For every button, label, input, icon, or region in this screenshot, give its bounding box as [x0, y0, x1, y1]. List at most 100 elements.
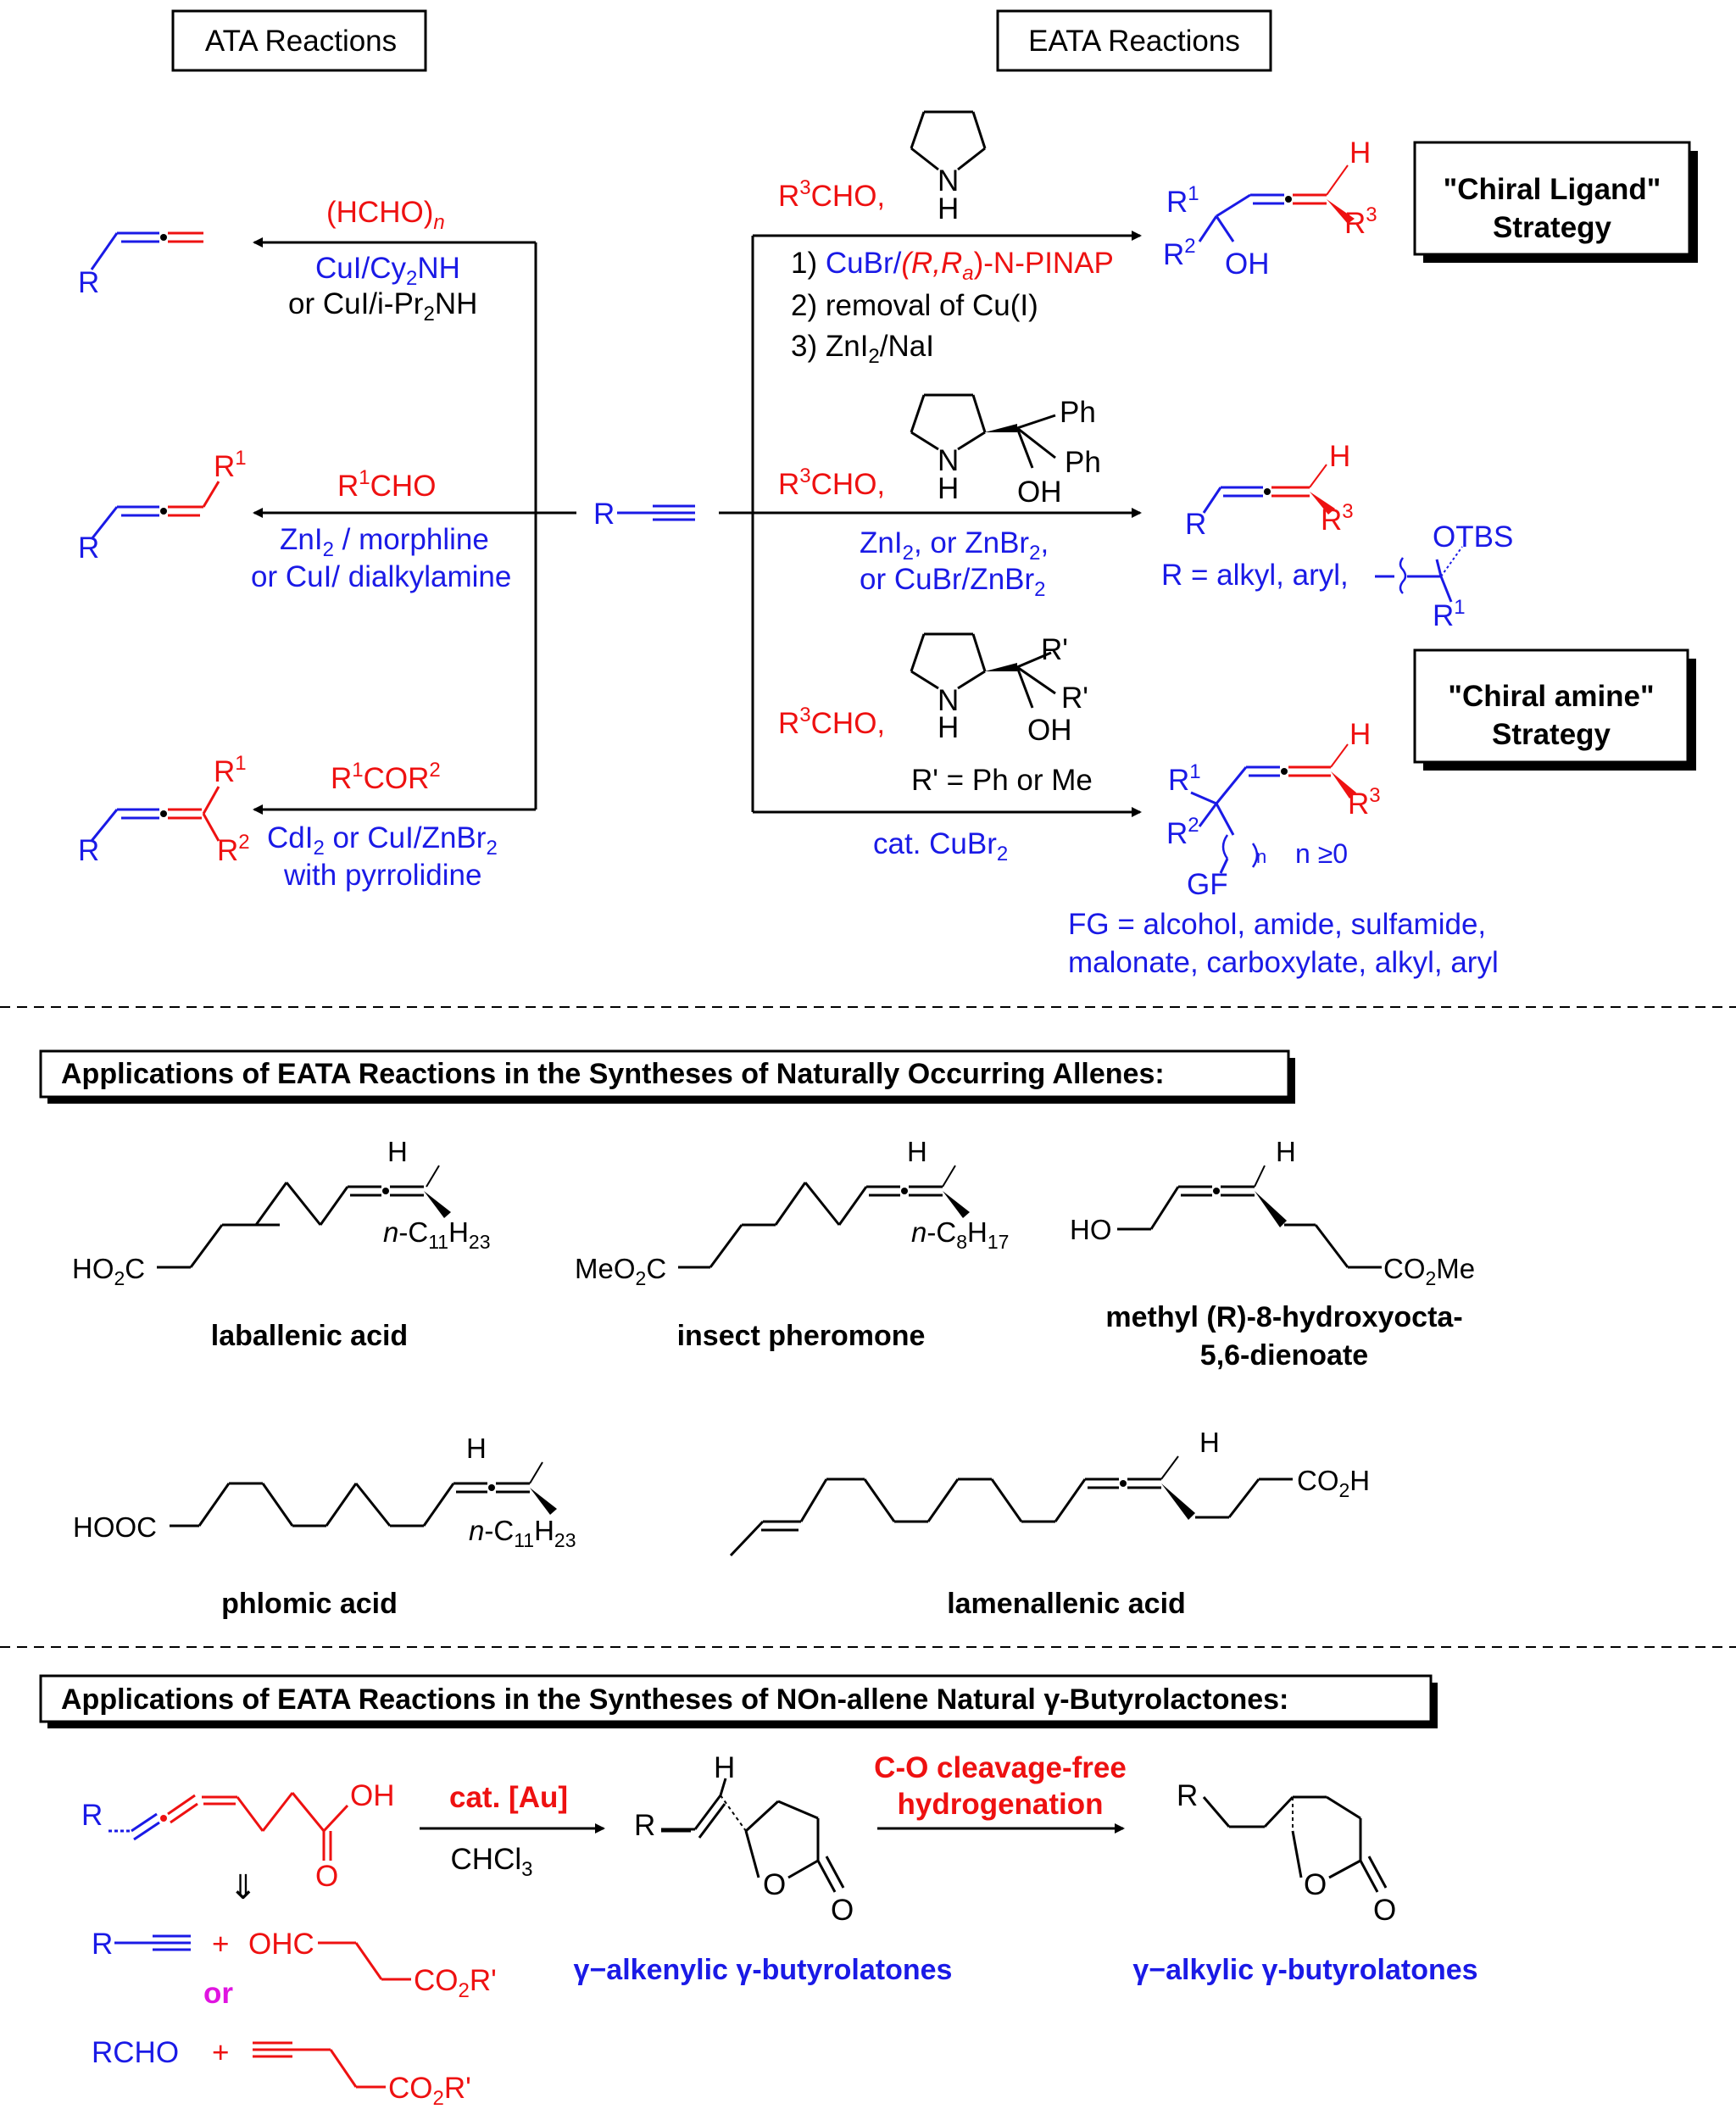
eata1-reagent-end: CHO,: [811, 180, 886, 213]
svg-text:R1: R1: [214, 447, 247, 483]
eata3-product-R2: R: [1166, 817, 1188, 850]
eata3-product-R3: R: [1348, 787, 1369, 821]
svg-text:CHCl3: CHCl3: [451, 1843, 533, 1881]
svg-text:R1: R1: [1166, 182, 1199, 219]
eata3-product-R1-sup: 1: [1189, 760, 1200, 783]
ata2-reagent-R: R: [337, 470, 359, 503]
eata3-reagent-R: R: [778, 707, 799, 740]
eata2-allene-product: R H R3: [1185, 440, 1354, 541]
route1-ester-sub: 2: [459, 1979, 470, 2002]
svg-text:R1: R1: [214, 752, 247, 788]
svg-text:(HCHO)n: (HCHO)n: [326, 196, 445, 234]
svg-text:n-C8H17: n-C8H17: [911, 1216, 1009, 1253]
phlomic-acid: HOOC H n-C11H23 phlomic acid: [73, 1433, 576, 1620]
ata2-cond1-sub: 2: [323, 538, 334, 561]
arrow2-label-line2: hydrogenation: [897, 1788, 1103, 1821]
lamenallenic-acid: H CO2H lamenallenic acid: [729, 1427, 1370, 1620]
svg-text:MeO2C: MeO2C: [575, 1253, 666, 1289]
eata3-product-GF: GF: [1187, 868, 1228, 901]
ata3-reagent-R: R: [331, 762, 352, 795]
svg-text:HO2C: HO2C: [72, 1253, 145, 1289]
ata3-reagent-sup1: 1: [352, 759, 363, 782]
svg-text:R3CHO,: R3CHO,: [778, 704, 885, 740]
lactone2-carbonyl-O: O: [1373, 1894, 1396, 1927]
eata3-product-R3-sup: 3: [1369, 784, 1380, 807]
route1-ester: CO: [414, 1964, 459, 1997]
methyl-name-line2: 5,6-dienoate: [1200, 1339, 1368, 1372]
lactone1-R: R: [634, 1809, 655, 1842]
chiral-amine-label: "Chiral amine": [1448, 680, 1654, 713]
eata1-product-OH: OH: [1225, 248, 1270, 281]
eata2-cond2: or CuBr/ZnBr: [860, 563, 1034, 596]
section3-allenoic-acid: R OH O ⇓: [81, 1779, 395, 1906]
eata3-rprime-definition: R' = Ph or Me: [911, 764, 1093, 797]
route2-ester-end: R': [444, 2072, 471, 2105]
eata1-product-H: H: [1349, 136, 1371, 170]
section3-title-box: Applications of EATA Reactions in the Sy…: [39, 1674, 1438, 1728]
section3-arrow1: cat. [Au] CHCl3: [420, 1781, 605, 1881]
ata2-product-R1-sup: 1: [235, 447, 246, 470]
eata3-allene-product: R1 R2 n n ≥0 GF H R3: [1166, 718, 1381, 901]
ata2-allene-product: R R1: [78, 447, 247, 565]
pheromone-chain-C: -C: [926, 1216, 956, 1248]
eata1-product-R3-sup: 3: [1366, 203, 1377, 226]
central-alkyne-R: R: [593, 498, 615, 531]
lactone1-ring-O: O: [763, 1868, 786, 1901]
route1-R: R: [92, 1928, 113, 1961]
svg-text:n-C11H23: n-C11H23: [469, 1515, 576, 1551]
svg-text:CuI/Cy2NH: CuI/Cy2NH: [315, 252, 460, 290]
ata-reaction-3: R1COR2 CdI2 or CuI/ZnBr2 with pyrrolidin…: [78, 752, 498, 892]
ata3-cond1-sub2: 2: [486, 837, 497, 860]
eata2-cond1-tail: ,: [1040, 526, 1049, 559]
eata1-product-R2-sup: 2: [1184, 235, 1195, 258]
eata-reaction-1: R3CHO, N H 1) CuBr/(R,Ra)-N-PINAP 2) rem…: [778, 110, 1377, 368]
pyrrolidine-N: N: [938, 164, 959, 198]
ata1-cond2: or CuI/i-Pr: [288, 287, 424, 320]
laballenic-chain-n: n: [383, 1216, 398, 1248]
eata2-cond1: ZnI: [860, 526, 903, 559]
svg-text:1) CuBr/(R,Ra)-N-PINAP: 1) CuBr/(R,Ra)-N-PINAP: [791, 247, 1114, 285]
pheromone-chain-H: H: [967, 1216, 988, 1248]
diphenylprolinol-ring: [910, 393, 1056, 469]
route-or: or: [203, 1977, 233, 2010]
svg-text:R3: R3: [1348, 784, 1381, 821]
pheromone-chain-sub: 8: [956, 1231, 967, 1253]
arrow1-solvent: CHCl: [451, 1843, 522, 1876]
laballenic-head: HO: [72, 1253, 114, 1284]
section2-title-box: Applications of EATA Reactions in the Sy…: [39, 1049, 1295, 1104]
chiral-ligand-label: "Chiral Ligand": [1444, 173, 1661, 206]
ata1-cond2-sub: 2: [423, 303, 434, 326]
svg-text:R2: R2: [217, 831, 250, 867]
laballenic-chain-H: H: [448, 1216, 469, 1248]
pheromone-head-sub: 2: [636, 1267, 647, 1289]
eata1-product-R2: R: [1163, 238, 1184, 271]
eata3-catalyst: cat. CuBr: [873, 827, 997, 860]
route1-ester-end: R': [470, 1964, 497, 1997]
eata3-catalyst-sub: 2: [997, 843, 1008, 865]
eata2-H: H: [938, 472, 959, 505]
svg-text:ZnI2 / morphline: ZnI2 / morphline: [280, 523, 489, 561]
prolinol-ring: [910, 632, 1056, 709]
ata1-cond1-sub: 2: [406, 267, 417, 290]
phlomic-chain-n: n: [469, 1515, 484, 1546]
ata3-cond2: with pyrrolidine: [283, 859, 481, 892]
ata1-reagent-sub: n: [433, 211, 444, 234]
svg-text:R2: R2: [1166, 814, 1199, 850]
laballenic-acid: HO2C H n-C11H23 laballenic acid: [72, 1136, 491, 1352]
lamenallenic-name: lamenallenic acid: [947, 1588, 1186, 1620]
laballenic-chain-C: -C: [398, 1216, 428, 1248]
laballenic-head-sub: 2: [114, 1267, 125, 1289]
svg-text:R3CHO,: R3CHO,: [778, 465, 885, 501]
lactone2-ring-O: O: [1304, 1868, 1327, 1901]
ata3-allene-product: R R1 R2: [78, 752, 250, 867]
ata2-reagent: CHO: [370, 470, 437, 503]
route1-aldehyde: OHC: [248, 1928, 314, 1961]
phlomic-H: H: [466, 1433, 487, 1464]
eata1-reagent-sup: 3: [799, 176, 810, 199]
ata3-cond1-mid: or CuI/ZnBr: [325, 821, 487, 854]
ata2-cond2: or CuI/ dialkylamine: [251, 560, 511, 593]
alkyl-butyrolactone: R O O γ−alkylic γ-butyrolatones: [1132, 1779, 1477, 1986]
eata3-fg-line1: FG = alcohol, amide, sulfamide,: [1068, 908, 1486, 941]
eata2-scope-otbs-group: OTBS R1: [1375, 520, 1513, 632]
eata1-step1-config-sub: a: [962, 262, 973, 285]
